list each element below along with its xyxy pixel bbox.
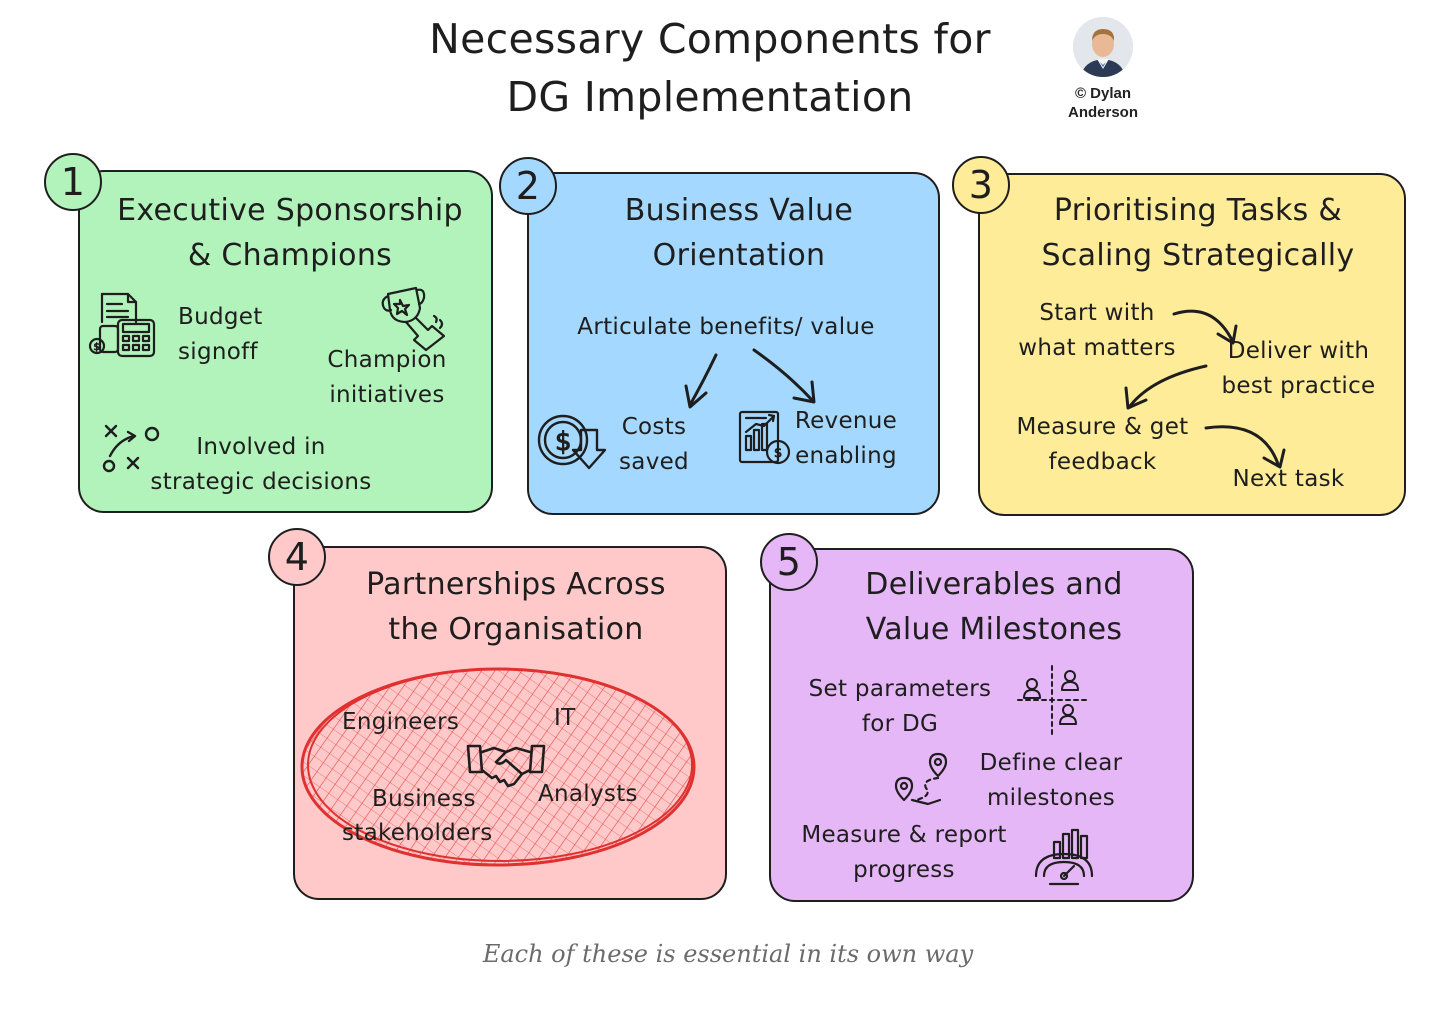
item-text: Define clear milestones xyxy=(966,746,1136,816)
step-measure: Measure & get feedback xyxy=(1000,410,1205,480)
card-title-line2: Value Milestones xyxy=(812,607,1176,652)
card-title: Partnerships Across the Organisation xyxy=(326,562,706,652)
item-text-line1: Measure & report xyxy=(784,818,1024,853)
card-title-line2: the Organisation xyxy=(326,607,706,652)
root-text: Articulate benefits/ value xyxy=(548,310,904,345)
author-credit: © Dylan Anderson xyxy=(1048,84,1158,122)
dollar-down-icon: $ xyxy=(535,410,607,470)
card-title-line1: Executive Sponsorship xyxy=(98,188,482,233)
group-it: IT xyxy=(554,701,575,736)
item-text: Measure & report progress xyxy=(784,818,1024,888)
card-title: Deliverables and Value Milestones xyxy=(812,562,1176,652)
svg-text:$: $ xyxy=(94,342,100,353)
card-title-line1: Deliverables and xyxy=(812,562,1176,607)
diagram-title-line1: Necessary Components for xyxy=(360,10,1060,68)
step-text-line1: Next task xyxy=(1216,462,1361,497)
trophy-icon xyxy=(378,280,450,352)
svg-text:$: $ xyxy=(774,446,782,461)
card-title: Business Value Orientation xyxy=(560,188,918,278)
svg-text:$: $ xyxy=(555,427,572,457)
step-start: Start with what matters xyxy=(1002,296,1192,366)
item-text-line1: Define clear xyxy=(966,746,1136,781)
item-text-line1: Set parameters xyxy=(794,672,1006,707)
step-next: Next task xyxy=(1216,462,1361,497)
figure-caption: Each of these is essential in its own wa… xyxy=(0,940,1456,968)
step-text-line1: Measure & get xyxy=(1000,410,1205,445)
item-text: Costs saved xyxy=(608,410,700,480)
group-business: Business xyxy=(372,782,476,817)
item-text-line2: strategic decisions xyxy=(136,465,386,500)
step-deliver: Deliver with best practice xyxy=(1206,334,1391,404)
card-title: Executive Sponsorship & Champions xyxy=(98,188,482,278)
card-title-line2: & Champions xyxy=(98,233,482,278)
item-text: Champion initiatives xyxy=(322,343,452,413)
card-number-badge: 3 xyxy=(952,156,1010,214)
item-text-line2: progress xyxy=(784,853,1024,888)
card-title-line2: Orientation xyxy=(560,233,918,278)
author-credit-line2: Anderson xyxy=(1048,103,1158,122)
author-photo-icon xyxy=(1073,17,1133,77)
item-text-line1: Champion xyxy=(322,343,452,378)
step-text-line1: Deliver with xyxy=(1206,334,1391,369)
item-text-line2: saved xyxy=(608,445,700,480)
item-text-line2: signoff xyxy=(178,335,263,370)
author-credit-line1: © Dylan xyxy=(1048,84,1158,103)
item-text: Revenue enabling xyxy=(790,404,902,474)
card-title-line1: Prioritising Tasks & xyxy=(1006,188,1390,233)
card-title-line1: Business Value xyxy=(560,188,918,233)
step-text-line2: best practice xyxy=(1206,369,1391,404)
diagram-title-line2: DG Implementation xyxy=(360,68,1060,126)
calculator-document-icon: $ xyxy=(88,292,158,358)
group-stakeholders: stakeholders xyxy=(342,816,493,851)
card-title: Prioritising Tasks & Scaling Strategical… xyxy=(1006,188,1390,278)
group-engineers: Engineers xyxy=(342,705,459,740)
route-pins-icon xyxy=(892,750,952,808)
step-text-line2: what matters xyxy=(1002,331,1192,366)
group-analysts: Analysts xyxy=(538,777,638,812)
item-text-line1: Budget xyxy=(178,300,263,335)
author-avatar xyxy=(1073,17,1133,77)
step-text-line1: Start with xyxy=(1002,296,1192,331)
item-text-line1: Costs xyxy=(608,410,700,445)
handshake-icon xyxy=(466,740,546,792)
card-title-line2: Scaling Strategically xyxy=(1006,233,1390,278)
card-number-badge: 5 xyxy=(760,533,818,591)
item-text-line1: Revenue xyxy=(790,404,902,439)
item-text: Set parameters for DG xyxy=(794,672,1006,742)
item-text-line2: milestones xyxy=(966,781,1136,816)
item-text: Budget signoff xyxy=(178,300,263,370)
item-text-line2: enabling xyxy=(790,439,902,474)
step-text-line2: feedback xyxy=(1000,445,1205,480)
revenue-chart-icon: $ xyxy=(736,406,796,468)
team-network-icon xyxy=(1016,664,1088,736)
card-number-badge: 4 xyxy=(268,528,326,586)
item-text-line2: initiatives xyxy=(322,378,452,413)
card-title-line1: Partnerships Across xyxy=(326,562,706,607)
card-number-badge: 2 xyxy=(499,157,557,215)
gauge-chart-icon xyxy=(1030,826,1098,888)
item-text-line2: for DG xyxy=(794,707,1006,742)
item-text-line1: Involved in xyxy=(136,430,386,465)
item-text: Involved in strategic decisions xyxy=(136,430,386,500)
card-number-badge: 1 xyxy=(44,153,102,211)
